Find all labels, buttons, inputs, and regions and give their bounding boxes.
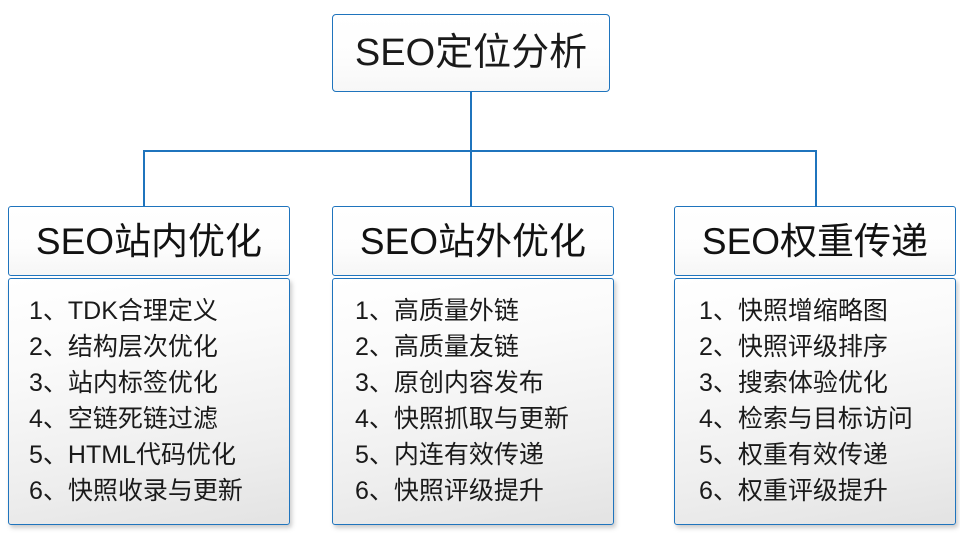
branch-header-weight-transfer[interactable]: SEO权重传递 <box>674 206 956 276</box>
connector-branch-middle-vertical <box>470 150 472 207</box>
list-item: 5、内连有效传递 <box>355 441 544 469</box>
branch-item-list: 1、TDK合理定义 2、结构层次优化 3、站内标签优化 4、空链死链过滤 5、H… <box>9 293 243 509</box>
branch-body-off-site: 1、高质量外链 2、高质量友链 3、原创内容发布 4、快照抓取与更新 5、内连有… <box>332 278 614 525</box>
list-item: 3、站内标签优化 <box>29 369 218 397</box>
list-item: 4、快照抓取与更新 <box>355 405 569 433</box>
branch-body-on-site: 1、TDK合理定义 2、结构层次优化 3、站内标签优化 4、空链死链过滤 5、H… <box>8 278 290 525</box>
branch-header-off-site[interactable]: SEO站外优化 <box>332 206 614 276</box>
branch-header-on-site[interactable]: SEO站内优化 <box>8 206 290 276</box>
list-item: 6、权重评级提升 <box>699 477 888 505</box>
branch-header-label: SEO权重传递 <box>701 220 929 262</box>
list-item: 1、TDK合理定义 <box>29 297 218 325</box>
branch-item-list: 1、快照增缩略图 2、快照评级排序 3、搜索体验优化 4、检索与目标访问 5、权… <box>675 293 913 509</box>
branch-column-weight-transfer: SEO权重传递 1、快照增缩略图 2、快照评级排序 3、搜索体验优化 4、检索与… <box>674 206 956 525</box>
list-item: 4、检索与目标访问 <box>699 405 913 433</box>
branch-column-on-site: SEO站内优化 1、TDK合理定义 2、结构层次优化 3、站内标签优化 4、空链… <box>8 206 290 525</box>
list-item: 2、结构层次优化 <box>29 333 218 361</box>
list-item: 3、搜索体验优化 <box>699 369 888 397</box>
connector-root-vertical <box>470 92 472 151</box>
list-item: 5、权重有效传递 <box>699 441 888 469</box>
list-item: 1、快照增缩略图 <box>699 297 888 325</box>
branch-header-label: SEO站外优化 <box>359 220 587 262</box>
list-item: 1、高质量外链 <box>355 297 519 325</box>
list-item: 3、原创内容发布 <box>355 369 544 397</box>
connector-horizontal-bus <box>143 150 816 152</box>
branch-column-off-site: SEO站外优化 1、高质量外链 2、高质量友链 3、原创内容发布 4、快照抓取与… <box>332 206 614 525</box>
list-item: 2、快照评级排序 <box>699 333 888 361</box>
root-node-seo-positioning-analysis[interactable]: SEO定位分析 <box>332 14 610 92</box>
list-item: 2、高质量友链 <box>355 333 519 361</box>
connector-branch-right-vertical <box>815 150 817 207</box>
list-item: 6、快照收录与更新 <box>29 477 243 505</box>
root-node-label: SEO定位分析 <box>354 32 588 74</box>
branch-item-list: 1、高质量外链 2、高质量友链 3、原创内容发布 4、快照抓取与更新 5、内连有… <box>333 293 569 509</box>
list-item: 5、HTML代码优化 <box>29 441 236 469</box>
list-item: 6、快照评级提升 <box>355 477 544 505</box>
connector-branch-left-vertical <box>143 150 145 207</box>
branch-body-weight-transfer: 1、快照增缩略图 2、快照评级排序 3、搜索体验优化 4、检索与目标访问 5、权… <box>674 278 956 525</box>
list-item: 4、空链死链过滤 <box>29 405 218 433</box>
branch-header-label: SEO站内优化 <box>35 220 263 262</box>
